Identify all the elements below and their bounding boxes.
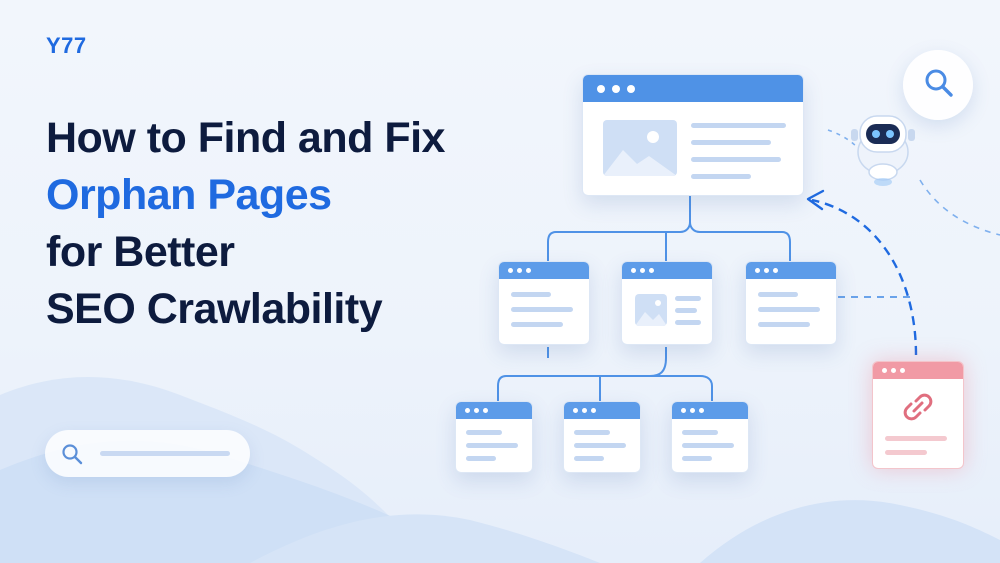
child-page-card — [745, 261, 837, 345]
window-titlebar — [746, 262, 836, 279]
grandchild-page-card — [563, 401, 641, 473]
window-titlebar — [873, 362, 963, 379]
window-titlebar — [499, 262, 589, 279]
broken-link-icon — [903, 393, 933, 421]
image-icon — [635, 294, 667, 326]
title-line-accent: Orphan Pages — [46, 171, 332, 219]
orphan-page-card — [872, 361, 964, 469]
grandchild-page-card — [671, 401, 749, 473]
robot-icon — [851, 115, 915, 186]
title-line-4: SEO Crawlability — [46, 285, 383, 333]
search-icon — [62, 444, 83, 465]
title-line-1: How to Find and Fix — [46, 114, 445, 162]
window-titlebar — [583, 75, 803, 102]
child-page-card — [498, 261, 590, 345]
brand-logo: Y77 — [46, 33, 87, 58]
child-page-card — [621, 261, 713, 345]
root-page-card — [582, 74, 804, 196]
window-titlebar — [622, 262, 712, 279]
image-icon — [603, 120, 677, 176]
search-bubble — [903, 50, 973, 120]
search-placeholder-bar — [100, 451, 230, 456]
grandchild-page-card — [455, 401, 533, 473]
page-title: How to Find and Fix Orphan Pages for Bet… — [46, 110, 516, 338]
window-titlebar — [564, 402, 640, 419]
search-bar[interactable] — [45, 430, 250, 477]
title-line-3: for Better — [46, 228, 235, 276]
window-titlebar — [456, 402, 532, 419]
search-icon — [925, 69, 953, 97]
window-titlebar — [672, 402, 748, 419]
